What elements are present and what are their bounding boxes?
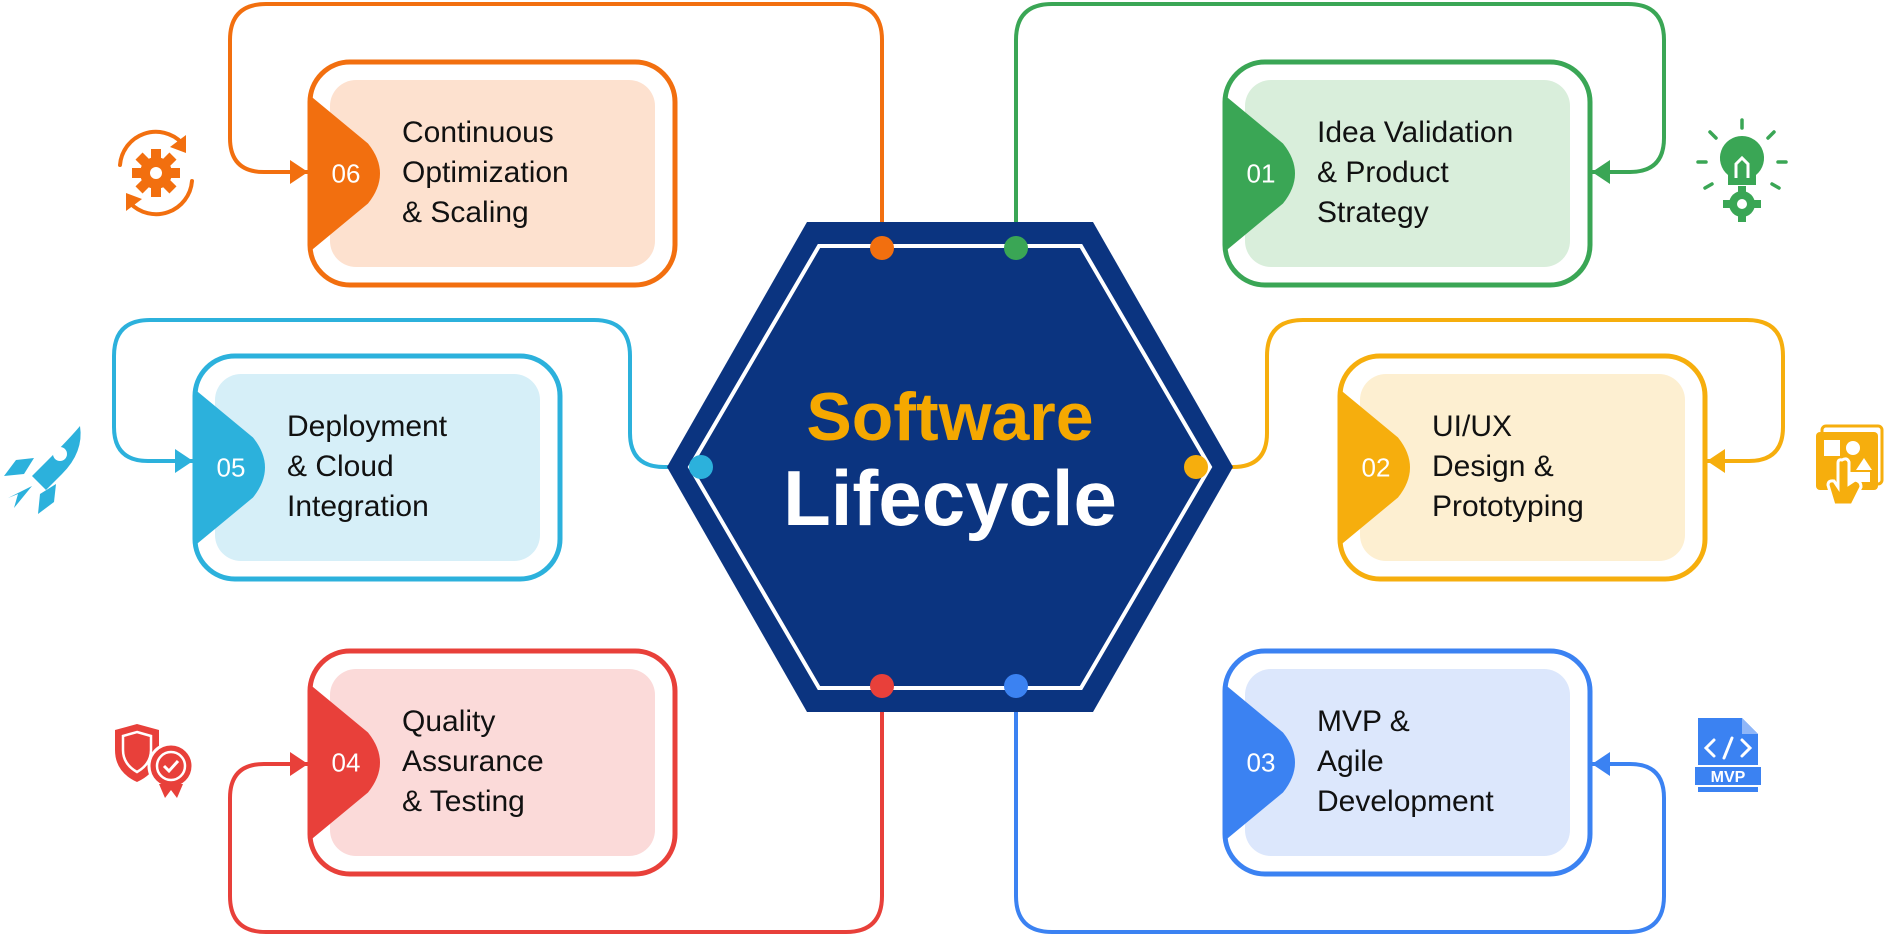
stage-number: 05 bbox=[217, 453, 246, 483]
ui-design-touch-icon bbox=[1816, 424, 1884, 507]
stage-title-line: & Cloud bbox=[287, 450, 394, 483]
stage-title-line: & Product bbox=[1317, 156, 1449, 189]
mvp-code-file-icon: MVP bbox=[1693, 718, 1763, 792]
stage-number: 04 bbox=[332, 748, 361, 778]
center-hexagon: Software Lifecycle bbox=[667, 222, 1233, 712]
stage-card-fill bbox=[1245, 669, 1570, 856]
connector-dot-04 bbox=[870, 674, 894, 698]
gear-refresh-icon bbox=[118, 129, 194, 217]
connector-arrow-02 bbox=[1707, 449, 1725, 473]
stage-card-fill bbox=[1245, 80, 1570, 267]
connector-line-04 bbox=[228, 686, 884, 934]
stage-title-line: Idea Validation bbox=[1317, 116, 1513, 149]
stage-title-line: UI/UX bbox=[1432, 410, 1512, 443]
stage-title-line: Prototyping bbox=[1432, 490, 1584, 523]
stage-title-line: Agile bbox=[1317, 745, 1384, 778]
stage-number-tab bbox=[1340, 389, 1410, 546]
connector-line-03 bbox=[1014, 686, 1666, 934]
center-title-bottom: Lifecycle bbox=[783, 454, 1117, 542]
stage-number-tab bbox=[310, 95, 380, 252]
stage-title-line: Quality bbox=[402, 705, 495, 738]
stage-title-line: Design & bbox=[1432, 450, 1554, 483]
connector-arrow-04 bbox=[290, 752, 308, 776]
stage-title-line: Integration bbox=[287, 490, 429, 523]
lightbulb-gear-icon bbox=[1696, 118, 1788, 222]
connector-lines bbox=[112, 2, 1785, 934]
stage-number: 01 bbox=[1247, 159, 1276, 189]
connector-arrow-03 bbox=[1592, 752, 1610, 776]
stage-card-fill bbox=[1360, 374, 1685, 561]
connector-dot-05 bbox=[689, 455, 713, 479]
stage-number: 03 bbox=[1247, 748, 1276, 778]
stage-number-tab bbox=[1225, 95, 1295, 252]
connector-arrow-01 bbox=[1592, 160, 1610, 184]
stage-card-fill bbox=[330, 80, 655, 267]
stage-number-tab bbox=[310, 684, 380, 841]
stage-title-line: Development bbox=[1317, 785, 1494, 818]
connector-line-05 bbox=[112, 318, 701, 469]
connector-dots bbox=[689, 236, 1208, 698]
connector-line-02 bbox=[1196, 318, 1785, 469]
stage-title-line: Strategy bbox=[1317, 196, 1429, 229]
stage-card-fill bbox=[215, 374, 540, 561]
shield-badge-check-icon bbox=[115, 724, 195, 798]
stage-number-tab bbox=[1225, 684, 1295, 841]
stage-title-line: & Scaling bbox=[402, 196, 529, 229]
stage-title-line: MVP & bbox=[1317, 705, 1410, 738]
stage-number-tab bbox=[195, 389, 265, 546]
stage-card-fill bbox=[330, 669, 655, 856]
stage-title-line: Assurance bbox=[402, 745, 544, 778]
connector-dot-03 bbox=[1004, 674, 1028, 698]
stage-title-line: & Testing bbox=[402, 785, 525, 818]
connector-arrow-05 bbox=[175, 449, 193, 473]
mvp-file-label: MVP bbox=[1711, 769, 1746, 786]
connector-line-06 bbox=[228, 2, 884, 248]
stage-number: 06 bbox=[332, 159, 361, 189]
rocket-icon bbox=[4, 426, 81, 514]
stage-number: 02 bbox=[1362, 453, 1391, 483]
connector-dot-06 bbox=[870, 236, 894, 260]
stage-title-line: Continuous bbox=[402, 116, 554, 149]
stage-title-line: Deployment bbox=[287, 410, 448, 443]
stage-title-line: Optimization bbox=[402, 156, 569, 189]
stage-card-02: 02 UI/UX Design & Prototyping bbox=[1337, 353, 1708, 582]
connector-line-01 bbox=[1014, 2, 1666, 248]
connector-dot-01 bbox=[1004, 236, 1028, 260]
center-title-top: Software bbox=[806, 379, 1093, 455]
connector-arrow-06 bbox=[290, 160, 308, 184]
hexagon-outer bbox=[667, 222, 1233, 712]
connector-dot-02 bbox=[1184, 455, 1208, 479]
